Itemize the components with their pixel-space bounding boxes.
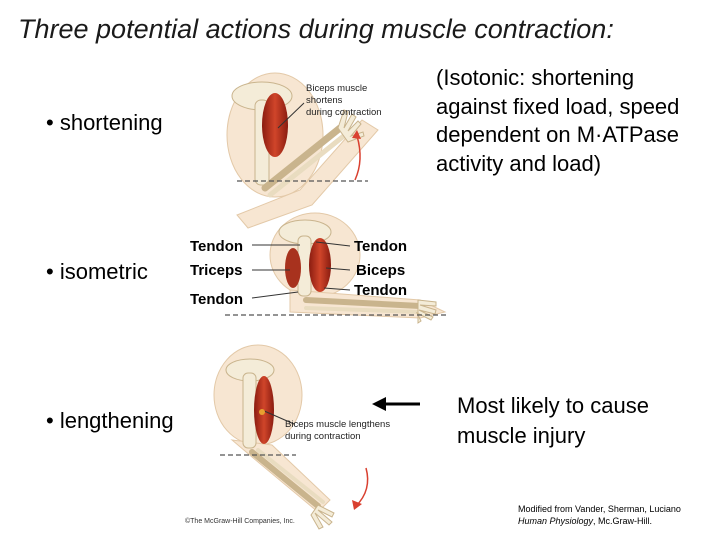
lengthening-note: Most likely to cause muscle injury bbox=[457, 393, 649, 448]
lengthening-caption: Biceps muscle lengthens during contracti… bbox=[285, 419, 405, 443]
bullet-symbol: • bbox=[46, 259, 54, 284]
label-triceps: Triceps bbox=[190, 262, 243, 279]
slide-title: Three potential actions during muscle co… bbox=[18, 14, 614, 44]
bullet-label: shortening bbox=[59, 110, 163, 135]
credit-line: Modified from Vander, Sherman, Luciano bbox=[518, 504, 681, 514]
copyright-notice: ©The McGraw-Hill Companies, Inc. bbox=[185, 518, 295, 525]
left-arrow-icon bbox=[372, 397, 420, 411]
shortening-arm-figure bbox=[226, 72, 379, 229]
isometric-arm-figure bbox=[225, 212, 448, 324]
caption-line: Biceps muscle shortens bbox=[306, 83, 368, 106]
book-title: Human Physiology bbox=[518, 516, 594, 526]
caption-line: during contraction bbox=[306, 107, 382, 118]
label-tendon-right-bottom: Tendon bbox=[354, 282, 407, 299]
source-credit: Modified from Vander, Sherman, Luciano H… bbox=[518, 503, 718, 527]
shortening-caption: Biceps muscle shortens during contractio… bbox=[306, 83, 406, 119]
bullet-symbol: • bbox=[46, 408, 54, 433]
bullet-label: lengthening bbox=[59, 408, 174, 433]
caption-line: Biceps muscle lengthens bbox=[285, 419, 391, 430]
bullet-symbol: • bbox=[46, 110, 54, 135]
bullet-isometric: • isometric bbox=[46, 259, 148, 285]
label-tendon-left-bottom: Tendon bbox=[190, 291, 243, 308]
publisher: , Mc.Graw-Hill. bbox=[593, 516, 653, 526]
label-tendon-left-top: Tendon bbox=[190, 238, 243, 255]
label-tendon-right-top: Tendon bbox=[354, 238, 407, 255]
lengthening-arm-figure bbox=[213, 344, 369, 530]
isotonic-note: (Isotonic: shortening against fixed load… bbox=[436, 65, 680, 176]
bullet-lengthening: • lengthening bbox=[46, 408, 174, 434]
credit-line-2: Human Physiology, Mc.Graw-Hill. bbox=[518, 515, 718, 527]
caption-line: during contraction bbox=[285, 431, 361, 442]
bullet-label: isometric bbox=[59, 259, 148, 284]
bullet-shortening: • shortening bbox=[46, 110, 163, 136]
label-biceps: Biceps bbox=[356, 262, 405, 279]
